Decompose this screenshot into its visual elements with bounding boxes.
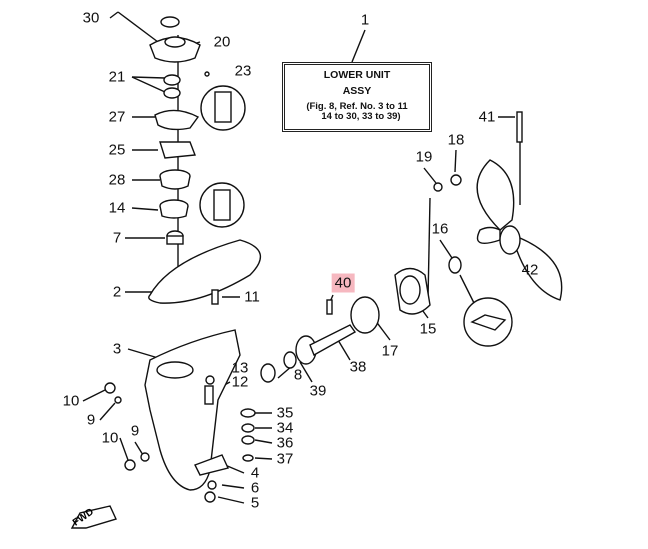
callout: 8 — [293, 366, 303, 384]
note-ref-line1: (Fig. 8, Ref. No. 3 to 11 — [306, 101, 408, 112]
callout: 7 — [112, 229, 122, 247]
callout: 2 — [112, 283, 122, 301]
callout: 42 — [521, 261, 539, 279]
callout: 10 — [101, 429, 119, 447]
callout: 20 — [213, 33, 231, 51]
callout: 11 — [244, 288, 260, 306]
callout: 38 — [349, 358, 367, 376]
note-reference: (Fig. 8, Ref. No. 3 to 11 14 to 30, 33 t… — [285, 102, 429, 122]
callout: 18 — [447, 131, 465, 149]
callout: 35 — [276, 404, 294, 422]
callout: 9 — [130, 422, 140, 440]
callout: 19 — [415, 148, 433, 166]
callout: 1 — [360, 11, 370, 29]
callout: 14 — [108, 199, 126, 217]
callout: 6 — [250, 479, 260, 497]
lower-unit-assy-note: LOWER UNIT ASSY (Fig. 8, Ref. No. 3 to 1… — [282, 62, 432, 132]
callout: 10 — [62, 392, 80, 410]
callout: 27 — [108, 108, 126, 126]
parts — [70, 16, 563, 529]
callout: 30 — [82, 9, 100, 27]
note-subtitle: ASSY — [342, 85, 372, 97]
callout: 4 — [250, 464, 260, 482]
callout: 12 — [231, 373, 249, 391]
callout: 36 — [276, 434, 294, 452]
callout: 28 — [108, 171, 126, 189]
callout: 23 — [234, 62, 252, 80]
callout: 9 — [86, 411, 96, 429]
callout: 21 — [108, 68, 126, 86]
callout: 13 — [231, 359, 249, 377]
note-title: LOWER UNIT — [323, 69, 391, 81]
callout: 37 — [276, 450, 294, 468]
callout: 34 — [276, 419, 294, 437]
callout-highlighted: 40 — [331, 273, 355, 293]
callout: 17 — [381, 342, 399, 360]
callout: 41 — [478, 108, 496, 126]
callout: 15 — [419, 320, 437, 338]
callout: 39 — [309, 382, 327, 400]
callout: 5 — [250, 494, 260, 512]
callout: 16 — [431, 220, 449, 238]
callout: 3 — [112, 340, 122, 358]
callout: 25 — [108, 141, 126, 159]
note-ref-line2: 14 to 30, 33 to 39) — [321, 110, 401, 122]
